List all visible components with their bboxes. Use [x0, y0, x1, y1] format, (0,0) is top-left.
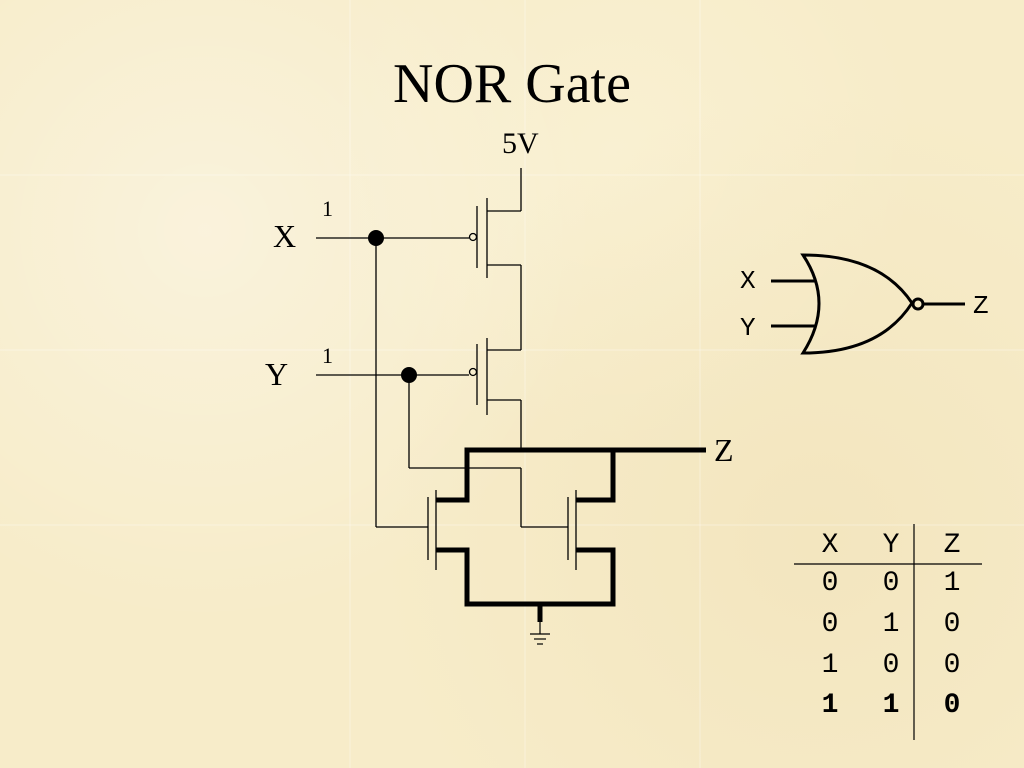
- inversion-bubble: [911, 297, 925, 311]
- truth-table-cell: 0: [882, 568, 900, 599]
- truth-table-cell-highlighted: 1: [882, 690, 900, 721]
- truth-table-cell: 0: [943, 609, 961, 640]
- truth-table-cell: 0: [882, 650, 900, 681]
- nmos-y-gate: [567, 490, 577, 570]
- nor-gate-body: [800, 253, 914, 355]
- truth-table-header-x: X: [821, 530, 839, 561]
- x-junction-dot: [368, 230, 384, 246]
- slide-title: NOR Gate: [393, 53, 631, 115]
- input-x-label: X: [273, 218, 297, 254]
- input-x-value: 1: [322, 196, 333, 221]
- truth-table-cell-highlighted: 1: [821, 690, 839, 721]
- input-y-value: 1: [322, 343, 333, 368]
- gate-y-label: Y: [740, 313, 756, 343]
- ground-icon: [530, 622, 550, 645]
- nor-gate-symbol: [771, 253, 965, 355]
- truth-table-header-y: Y: [882, 530, 900, 561]
- truth-table-cell: 1: [882, 609, 900, 640]
- gate-z-label: Z: [973, 291, 989, 321]
- input-y-label: Y: [265, 356, 289, 392]
- truth-table-cell-highlighted: 0: [943, 690, 961, 721]
- truth-table-cell: 0: [821, 568, 839, 599]
- supply-label: 5V: [502, 127, 539, 160]
- truth-table-header-z: Z: [943, 530, 961, 561]
- truth-table-cell: 1: [943, 568, 961, 599]
- output-z-label: Z: [714, 432, 734, 468]
- truth-table-cell: 0: [943, 650, 961, 681]
- truth-table-rules: [794, 524, 982, 740]
- pmos-x-transistor: [468, 198, 521, 278]
- y-junction-dot: [401, 367, 417, 383]
- truth-table-cell: 0: [821, 609, 839, 640]
- pmos-y-transistor: [468, 338, 521, 415]
- conducting-path: [436, 447, 706, 622]
- gate-x-label: X: [740, 266, 756, 296]
- truth-table-cell: 1: [821, 650, 839, 681]
- nmos-x-gate: [427, 490, 437, 570]
